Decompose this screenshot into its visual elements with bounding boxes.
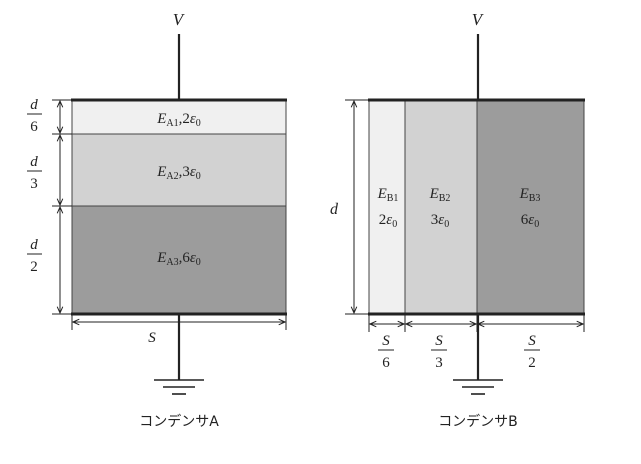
capacitor-b-layer-3-label: EB3 6ε0: [519, 186, 541, 230]
svg-text:S: S: [435, 333, 443, 349]
svg-text:2: 2: [30, 259, 38, 275]
svg-text:d: d: [30, 97, 38, 113]
capacitor-b-layer-2-label: EB2 3ε0: [429, 186, 451, 230]
svg-text:d: d: [30, 237, 38, 253]
capacitor-a-thickness-2-fraction: d 3: [27, 154, 42, 192]
svg-text:6ε0: 6ε0: [521, 212, 539, 230]
capacitor-b-voltage-label: V: [472, 10, 485, 29]
capacitor-b-layer-2: [404, 99, 478, 315]
capacitor-a-thickness-3-fraction: d 2: [27, 237, 42, 275]
capacitor-b-caption: コンデンサB: [438, 413, 518, 430]
svg-text:EB3: EB3: [519, 186, 541, 204]
capacitor-b-layer-1-label: EB1 2ε0: [377, 186, 399, 230]
capacitor-a-layer-3-label: EA3,6ε0: [156, 250, 201, 268]
capacitor-a-ground-icon: [154, 379, 204, 395]
capacitor-a-voltage-label: V: [173, 10, 186, 29]
capacitor-b-width-2-fraction: S 3: [431, 333, 447, 371]
svg-text:S: S: [382, 333, 390, 349]
svg-text:3: 3: [435, 355, 443, 371]
capacitor-a-layer-1-label: EA1,2ε0: [156, 111, 201, 129]
capacitor-b-layer-3: [476, 99, 585, 315]
svg-text:S: S: [528, 333, 536, 349]
capacitor-b-width-3-fraction: S 2: [524, 333, 540, 371]
capacitor-b-ground-icon: [453, 379, 503, 395]
capacitor-a: V EA1,2ε0 EA2,3ε0 EA3,6ε0 d: [27, 10, 287, 430]
capacitor-b-layer-1: [368, 99, 406, 315]
capacitor-b-width-dimensions: [368, 314, 585, 332]
capacitor-a-layer-2-label: EA2,3ε0: [156, 164, 201, 182]
capacitor-a-thickness-1-fraction: d 6: [27, 97, 42, 135]
capacitor-b: V EB1 2ε0 EB2 3ε0 EB3 6ε0 d: [330, 10, 585, 430]
capacitor-a-thickness-dimensions: [52, 99, 72, 315]
svg-text:d: d: [30, 154, 38, 170]
svg-text:2ε0: 2ε0: [379, 212, 397, 230]
svg-text:2: 2: [528, 355, 536, 371]
capacitor-a-caption: コンデンサA: [139, 413, 219, 430]
capacitor-a-width-label: S: [148, 330, 156, 346]
svg-text:6: 6: [382, 355, 390, 371]
svg-text:3: 3: [30, 176, 38, 192]
capacitor-b-height-dimension: [345, 99, 369, 315]
svg-text:EB1: EB1: [377, 186, 399, 204]
svg-text:3ε0: 3ε0: [431, 212, 449, 230]
svg-text:6: 6: [30, 119, 38, 135]
capacitor-b-height-label: d: [330, 201, 339, 218]
capacitor-b-width-1-fraction: S 6: [378, 333, 394, 371]
capacitor-a-layer-2: [71, 133, 287, 207]
svg-text:EB2: EB2: [429, 186, 451, 204]
